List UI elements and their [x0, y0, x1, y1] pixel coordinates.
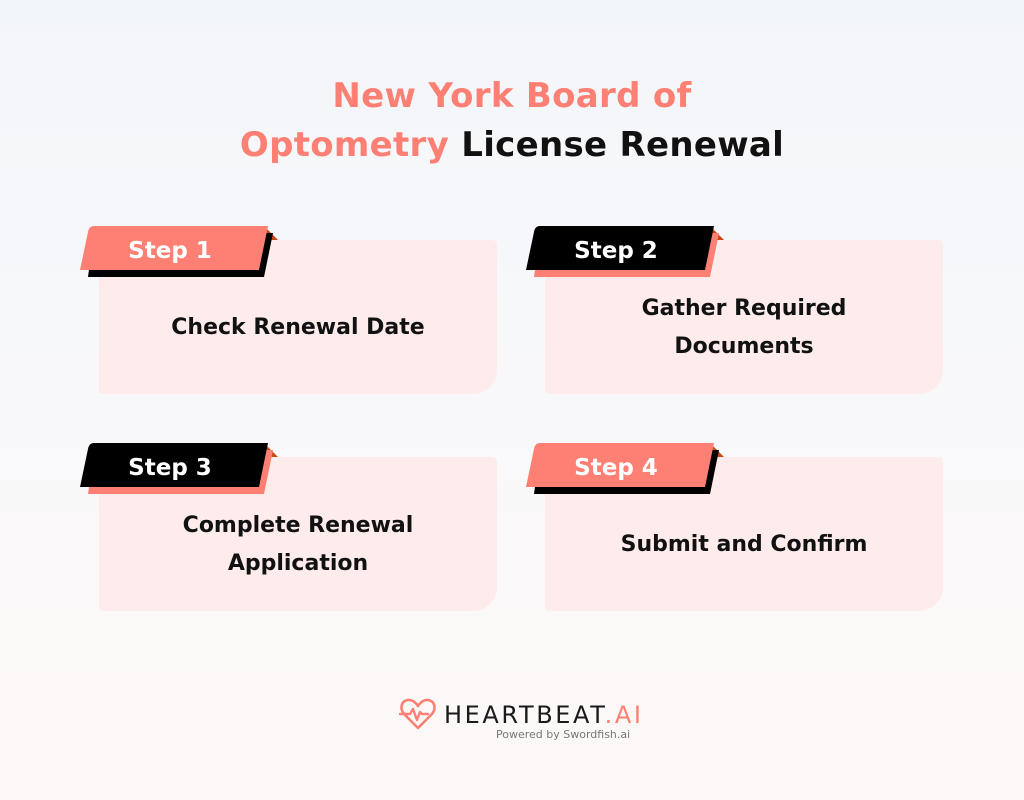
title-rest: License Renewal	[449, 125, 785, 165]
step-label: Step 2	[574, 237, 658, 264]
title-line1: New York Board of	[332, 76, 692, 116]
step-text: Check Renewal Date	[171, 315, 425, 340]
step-text: Complete Renewal Application	[182, 513, 414, 576]
title-accent-word: Optometry	[239, 125, 450, 165]
tab-shape	[80, 226, 278, 277]
step-label: Step 3	[128, 454, 212, 481]
step-card-4: Submit and Confirm	[545, 457, 943, 611]
tab-shape	[80, 443, 278, 494]
tab-shape	[526, 443, 724, 494]
step-tab-1: Step 1	[80, 226, 280, 282]
brand-name: HEARTBEAT.AI	[444, 701, 644, 729]
step-text: Gather Required Documents	[641, 296, 847, 359]
step-label: Step 4	[574, 454, 658, 481]
step-label: Step 1	[128, 237, 212, 264]
step-tab-3: Step 3	[80, 443, 280, 499]
powered-by: Powered by Swordfish.ai	[496, 728, 631, 741]
page-title: New York Board of Optometry License Rene…	[0, 72, 1024, 170]
step-tab-2: Step 2	[526, 226, 726, 282]
step-tab-4: Step 4	[526, 443, 726, 499]
step-text: Submit and Confirm	[620, 532, 868, 557]
heart-pulse-icon	[398, 698, 436, 730]
heartbeat-logo: HEARTBEAT.AI Powered by Swordfish.ai	[398, 697, 641, 741]
tab-shape	[526, 226, 724, 277]
